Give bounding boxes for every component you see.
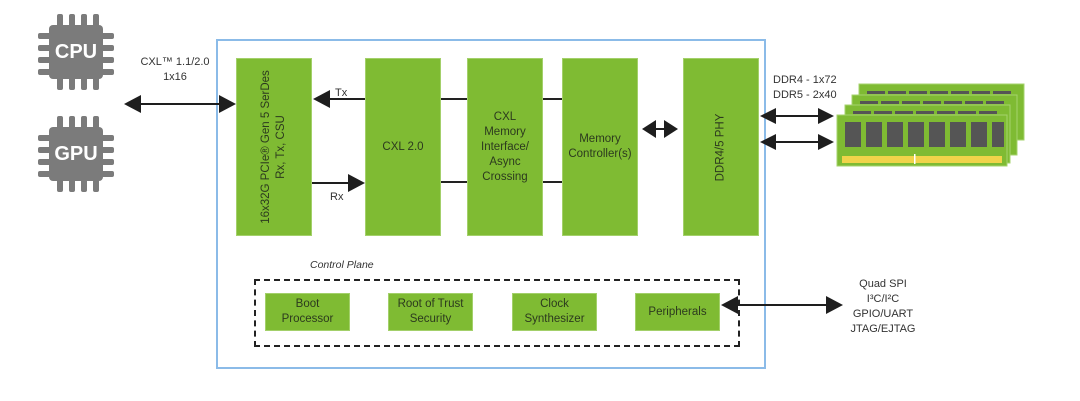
- cpu-chip: CPU: [36, 12, 116, 92]
- clock-line: Clock: [540, 298, 569, 310]
- cxl-mem-line: Memory: [484, 125, 526, 138]
- peripherals-label: Peripherals: [648, 305, 707, 318]
- cxl-link-width: 1x16: [163, 71, 187, 83]
- cxl-mem-line: Async: [489, 155, 521, 168]
- dimm-module-front: [836, 114, 1008, 167]
- interface-item: Quad SPI: [859, 278, 907, 290]
- peripheral-interfaces-label: Quad SPI I³C/I²C GPIO/UART JTAG/EJTAG: [848, 277, 918, 337]
- bus-line: [543, 98, 562, 100]
- dimm-module-mid2: [851, 94, 1018, 156]
- serdes-title: 16x32G PCIe® Gen 5 SerDes: [260, 70, 273, 224]
- mem-ctrl-line: Controller(s): [568, 148, 632, 160]
- interface-item: I³C/I²C: [866, 293, 900, 305]
- cxl2-label: CXL 2.0: [382, 140, 424, 153]
- mem-ctrl-line: Memory: [579, 133, 621, 145]
- cxl-link-label: CXL™ 1.1/2.0 1x16: [130, 55, 220, 85]
- bus-line: [441, 98, 467, 100]
- controller-boundary: [216, 39, 766, 369]
- gpu-label: GPU: [49, 127, 103, 181]
- serdes-subtitle: Rx, Tx, CSU: [275, 115, 288, 179]
- interface-item: JTAG/EJTAG: [850, 323, 916, 335]
- peripherals-block: Peripherals: [635, 293, 720, 331]
- gpu-chip: GPU: [36, 114, 116, 194]
- arrowhead: [124, 95, 141, 113]
- rot-line: Root of Trust: [397, 298, 464, 310]
- cxl-memory-interface-block: CXL Memory Interface/ Async Crossing: [467, 58, 543, 236]
- rx-label: Rx: [330, 191, 344, 203]
- cxl-link-version: CXL™ 1.1/2.0: [140, 56, 210, 68]
- clock-line: Synthesizer: [524, 313, 585, 325]
- dimm-module-mid1: [844, 104, 1011, 164]
- ddr5-config: DDR5 - 2x40: [773, 89, 837, 101]
- cxl2-block: CXL 2.0: [365, 58, 441, 236]
- cxl-mem-line: CXL: [493, 110, 517, 123]
- serdes-block: 16x32G PCIe® Gen 5 SerDes Rx, Tx, CSU: [236, 58, 312, 236]
- dimm-module-back: [858, 83, 1025, 141]
- ddr-phy-label: DDR4/5 PHY: [714, 113, 727, 181]
- interface-item: GPIO/UART: [852, 308, 914, 320]
- ddr-phy-block: DDR4/5 PHY: [683, 58, 759, 236]
- ddr-config-label: DDR4 - 1x72 DDR5 - 2x40: [773, 73, 837, 103]
- boot-line: Processor: [281, 313, 334, 325]
- ddr4-config: DDR4 - 1x72: [773, 74, 837, 86]
- rot-line: Security: [409, 313, 452, 325]
- cxl-mem-line: Interface/: [481, 140, 529, 153]
- boot-line: Boot: [295, 298, 320, 310]
- memory-controller-block: Memory Controller(s): [562, 58, 638, 236]
- bus-line: [543, 181, 562, 183]
- cxl-mem-line: Crossing: [482, 170, 528, 183]
- cpu-label: CPU: [49, 25, 103, 79]
- bus-line: [441, 181, 467, 183]
- control-plane-boundary: [254, 279, 740, 347]
- tx-label: Tx: [335, 87, 348, 99]
- control-plane-title: Control Plane: [310, 259, 374, 271]
